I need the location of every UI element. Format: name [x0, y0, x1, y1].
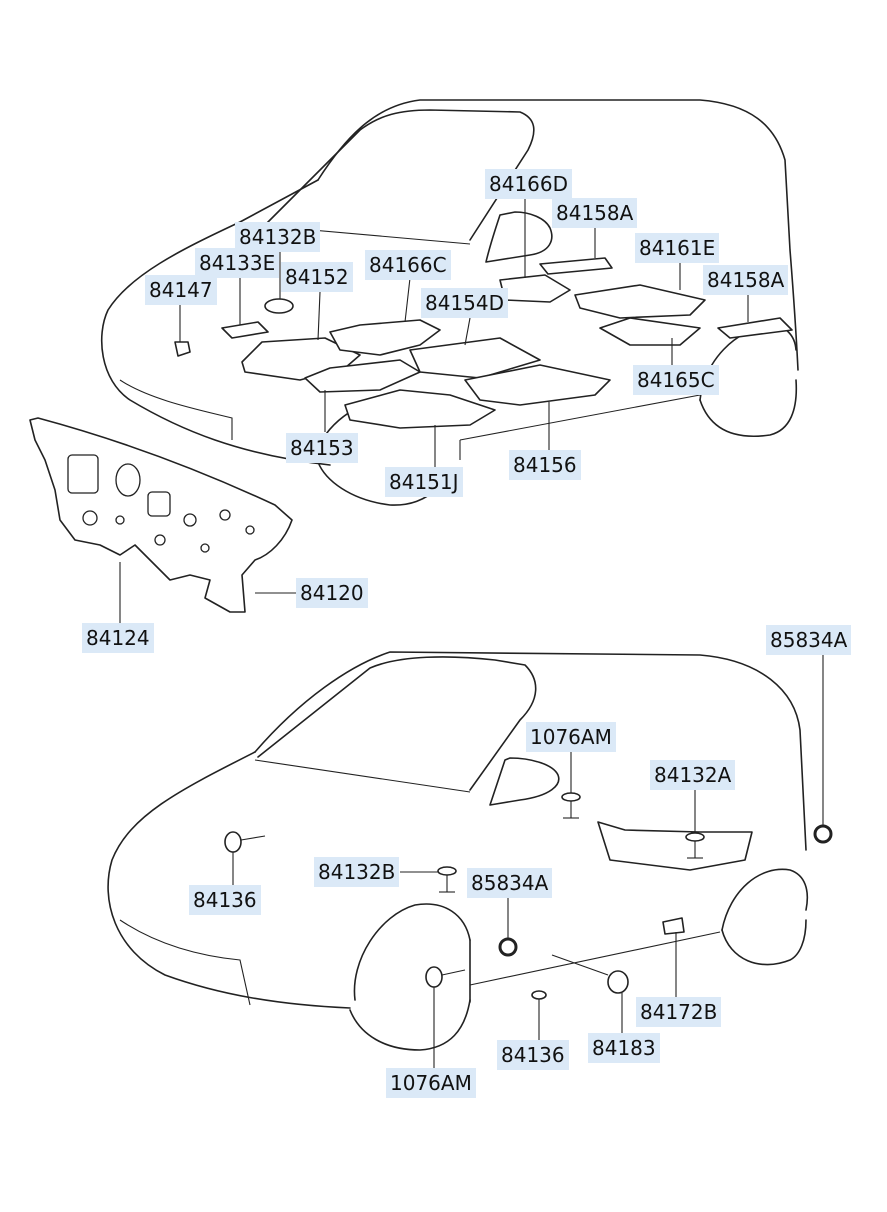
- callout-1076AM-bottom[interactable]: 1076AM: [386, 1068, 476, 1098]
- callout-85834A-top[interactable]: 85834A: [766, 625, 852, 655]
- callout-84120[interactable]: 84120: [296, 578, 368, 608]
- lower-vehicle-outline: [107, 651, 809, 1051]
- plug-84132B-bottom: [437, 866, 457, 876]
- callout-84136-left[interactable]: 84136: [189, 885, 261, 915]
- pad-84158A-right: [717, 317, 793, 339]
- grommet-1076AM-top: [561, 792, 581, 802]
- plug-84183: [607, 970, 629, 994]
- callout-84154D[interactable]: 84154D: [421, 288, 509, 318]
- callout-84132B-bottom[interactable]: 84132B: [314, 857, 400, 887]
- callout-1076AM-top[interactable]: 1076AM: [526, 722, 616, 752]
- callout-84151J[interactable]: 84151J: [385, 467, 463, 497]
- callout-84166C[interactable]: 84166C: [365, 250, 451, 280]
- callout-84166D[interactable]: 84166D: [485, 169, 573, 199]
- plug-85834A-mid: [498, 937, 518, 957]
- pad-84166C: [329, 319, 441, 356]
- callout-84124[interactable]: 84124: [82, 623, 154, 653]
- callout-85834A-mid[interactable]: 85834A: [467, 868, 553, 898]
- plug-84136-bottom: [531, 990, 547, 1000]
- callout-84132A[interactable]: 84132A: [650, 760, 736, 790]
- callout-84147[interactable]: 84147: [145, 275, 217, 305]
- callout-84133E[interactable]: 84133E: [195, 248, 280, 278]
- callout-84136-bottom[interactable]: 84136: [497, 1040, 569, 1070]
- dash-insulator-84120: [29, 417, 296, 625]
- callout-84158A-top[interactable]: 84158A: [552, 198, 638, 228]
- pad-84161E: [574, 284, 706, 319]
- lower-leader-lines: [232, 655, 824, 1068]
- clip-84147: [174, 341, 191, 357]
- plug-84136-left: [224, 831, 242, 853]
- pad-84172B: [662, 917, 685, 935]
- callout-84172B[interactable]: 84172B: [636, 997, 722, 1027]
- pad-84151J: [344, 389, 496, 429]
- pad-84166D: [499, 274, 571, 303]
- pad-84154D: [409, 337, 541, 379]
- pad-84153: [304, 359, 421, 393]
- callout-84156[interactable]: 84156: [509, 450, 581, 480]
- callout-84132B-top[interactable]: 84132B: [235, 222, 321, 252]
- grommet-1076AM-bottom: [425, 966, 443, 988]
- floor-pads: [174, 257, 793, 429]
- callout-84152[interactable]: 84152: [281, 262, 353, 292]
- callout-84158A-right[interactable]: 84158A: [703, 265, 789, 295]
- pad-84133E: [221, 321, 269, 339]
- callout-84153[interactable]: 84153: [286, 433, 358, 463]
- callout-84161E[interactable]: 84161E: [635, 233, 720, 263]
- lower-parts: [224, 792, 833, 1000]
- pad-84165C: [599, 317, 701, 346]
- upper-leader-lines: [179, 195, 749, 470]
- callout-84183[interactable]: 84183: [588, 1033, 660, 1063]
- plug-84132B-top: [264, 298, 294, 314]
- pad-84158A-top: [539, 257, 613, 275]
- plug-85834A-top: [813, 824, 833, 844]
- pad-84156: [464, 364, 611, 406]
- plug-84132A: [685, 832, 705, 842]
- callout-84165C[interactable]: 84165C: [633, 365, 719, 395]
